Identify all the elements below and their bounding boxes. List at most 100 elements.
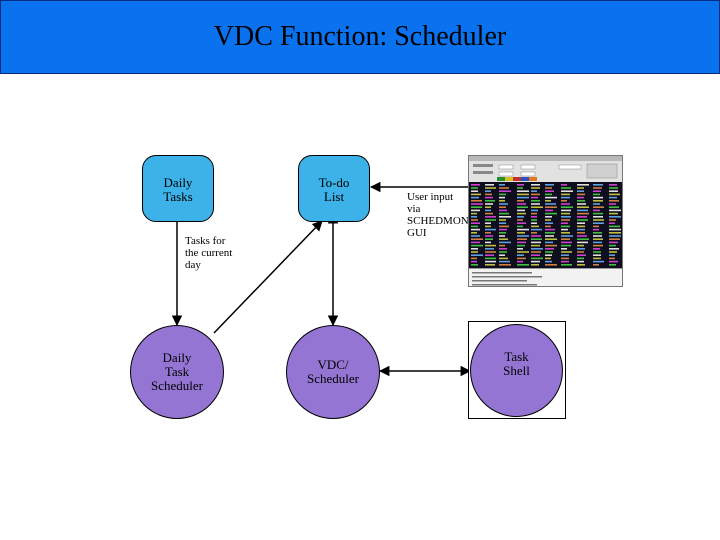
gui-row-cell xyxy=(593,228,599,231)
gui-row-cell xyxy=(609,248,619,250)
todo-list-label: To-do List xyxy=(318,175,350,204)
gui-row-cell xyxy=(531,190,537,192)
gui-row-cell xyxy=(517,219,523,221)
gui-row-cell xyxy=(609,264,616,266)
gui-row-cell xyxy=(531,241,541,244)
user-input-label: User input via SCHEDMON GUI xyxy=(407,191,469,239)
gui-row-cell xyxy=(609,257,615,260)
task-shell-node: Task Shell xyxy=(470,324,563,417)
gui-row-cell xyxy=(531,193,540,196)
gui-row-cell xyxy=(499,196,505,199)
gui-row-cell xyxy=(531,235,541,237)
gui-row-cell xyxy=(471,228,480,231)
gui-row-cell xyxy=(593,187,602,189)
gui-row-cell xyxy=(593,196,603,199)
gui-row-cell xyxy=(593,193,600,196)
gui-row-cell xyxy=(609,228,621,231)
gui-row-cell xyxy=(531,206,543,208)
gui-row-cell xyxy=(485,184,494,186)
gui-row-cell xyxy=(485,238,493,240)
gui-row-cell xyxy=(593,225,599,228)
gui-row-cell xyxy=(609,222,615,224)
gui-row-cell xyxy=(609,232,621,234)
gui-row-cell xyxy=(561,238,570,240)
gui-row-cell xyxy=(545,257,551,260)
gui-row-cell xyxy=(499,216,511,218)
gui-row-cell xyxy=(531,244,540,247)
gui-row-cell xyxy=(471,244,483,247)
gui-task-rows xyxy=(471,184,621,266)
gui-row-cell xyxy=(517,241,526,244)
gui-row-cell xyxy=(531,238,542,240)
gui-row-cell xyxy=(609,219,616,221)
gui-row-cell xyxy=(485,248,494,250)
gui-row-cell xyxy=(517,209,525,212)
gui-row-cell xyxy=(499,184,505,186)
gui-log-lines xyxy=(472,272,542,286)
gui-row-cell xyxy=(577,228,585,231)
gui-row-cell xyxy=(471,200,482,202)
gui-row-cell xyxy=(593,200,603,202)
gui-row-cell xyxy=(499,200,505,202)
gui-row-cell xyxy=(499,193,506,196)
gui-row-cell xyxy=(545,251,553,253)
gui-row-cell xyxy=(531,248,543,250)
gui-row-cell xyxy=(485,193,492,196)
gui-row-cell xyxy=(561,206,573,208)
gui-row-cell xyxy=(545,260,552,263)
gui-row-cell xyxy=(531,222,537,224)
gui-row-cell xyxy=(545,248,554,250)
gui-row-cell xyxy=(609,209,621,212)
tasks-current-day-label: Tasks for the current day xyxy=(185,235,233,271)
gui-row-cell xyxy=(609,238,620,240)
gui-row-cell xyxy=(499,235,505,237)
gui-row-cell xyxy=(485,200,495,202)
gui-row-cell xyxy=(561,244,571,247)
gui-row-cell xyxy=(485,232,491,234)
gui-row-cell xyxy=(471,222,480,224)
gui-controls-graphic xyxy=(469,156,622,181)
gui-row-cell xyxy=(545,187,552,189)
gui-row-cell xyxy=(499,232,506,234)
slide-title: VDC Function: Scheduler xyxy=(213,21,507,52)
gui-row-cell xyxy=(577,216,587,218)
gui-row-cell xyxy=(517,193,529,196)
gui-row-cell xyxy=(485,244,496,247)
gui-row-cell xyxy=(531,196,538,199)
gui-row-cell xyxy=(531,257,543,260)
gui-row-cell xyxy=(545,206,557,208)
title-bar: VDC Function: Scheduler xyxy=(0,0,720,74)
gui-row-cell xyxy=(471,232,477,234)
daily-tasks-label: Daily Tasks xyxy=(163,175,193,204)
gui-row-cell xyxy=(517,212,526,215)
gui-row-cell xyxy=(561,235,573,237)
gui-row-cell xyxy=(609,203,616,205)
gui-row-cell xyxy=(561,196,570,199)
gui-row-cell xyxy=(593,264,599,266)
gui-row-cell xyxy=(577,241,588,244)
gui-row-cell xyxy=(593,244,603,247)
gui-row-cell xyxy=(545,241,553,244)
gui-row-cell xyxy=(531,203,540,205)
gui-row-cell xyxy=(609,254,615,256)
gui-row-cell xyxy=(577,225,585,228)
gui-row-cell xyxy=(545,190,554,192)
gui-row-cell xyxy=(531,216,537,218)
gui-row-cell xyxy=(517,260,523,263)
gui-row-cell xyxy=(609,216,621,218)
gui-row-cell xyxy=(545,212,557,215)
gui-row-cell xyxy=(545,222,553,224)
gui-row-cell xyxy=(499,203,508,205)
task-shell-label: Task Shell xyxy=(503,348,530,378)
gui-row-cell xyxy=(593,232,602,234)
gui-row-cell xyxy=(577,193,585,196)
gui-row-cell xyxy=(609,225,620,228)
gui-row-cell xyxy=(577,244,584,247)
gui-row-cell xyxy=(593,206,604,208)
gui-row-cell xyxy=(485,190,491,192)
gui-row-cell xyxy=(485,225,491,228)
gui-row-cell xyxy=(471,264,478,266)
gui-row-cell xyxy=(577,206,589,208)
gui-row-cell xyxy=(561,228,568,231)
